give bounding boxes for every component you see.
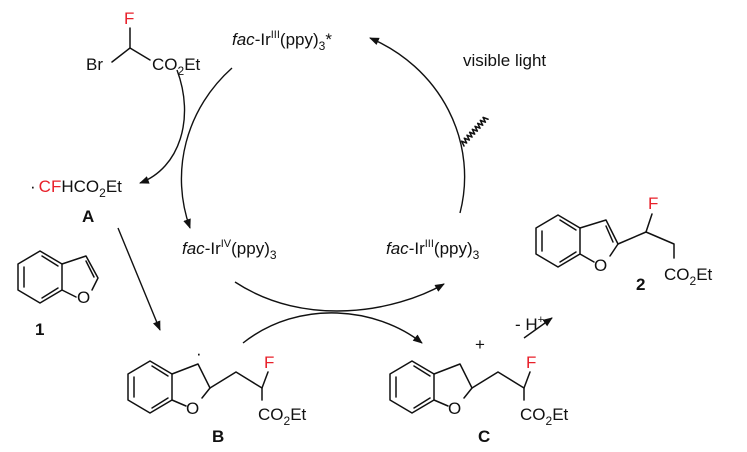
product-oxygen: O bbox=[594, 256, 607, 275]
reagent-bromofluoroacetate: F Br CO2Et bbox=[86, 9, 201, 78]
catalyst-ground: fac-IrIII(ppy)3 bbox=[386, 238, 480, 262]
cycle-arrow-ground-to-excited bbox=[369, 37, 466, 214]
catalytic-cycle bbox=[117, 37, 553, 344]
catalyst-ir4: fac-IrIV(ppy)3 bbox=[182, 238, 277, 262]
reagent-ester: CO2Et bbox=[152, 55, 201, 78]
arrow-radical-to-b bbox=[117, 227, 161, 331]
radical-a: ·CFHCO2Et A bbox=[30, 177, 122, 226]
label-a: A bbox=[82, 207, 94, 226]
c-ester: CO2Et bbox=[520, 405, 569, 428]
deprotonation-label: - H+ bbox=[515, 314, 544, 334]
cycle-arrow-b-to-c bbox=[242, 312, 423, 344]
catalyst-excited: fac-IrIII(ppy)3* bbox=[232, 29, 332, 53]
reagent-bromine: Br bbox=[86, 55, 103, 74]
b-oxygen: O bbox=[186, 399, 199, 418]
c-oxygen: O bbox=[448, 399, 461, 418]
b-ester: CO2Et bbox=[258, 405, 307, 428]
product-ester: CO2Et bbox=[664, 265, 713, 288]
b-radical-dot: · bbox=[196, 344, 202, 363]
label-2: 2 bbox=[636, 275, 645, 294]
svg-text:·CFHCO2Et: ·CFHCO2Et bbox=[30, 177, 122, 200]
compound-1-benzofuran: O 1 bbox=[17, 250, 99, 339]
label-c: C bbox=[478, 427, 490, 446]
c-fluorine: F bbox=[526, 353, 536, 372]
label-1: 1 bbox=[35, 320, 44, 339]
product-fluorine: F bbox=[648, 194, 658, 213]
cycle-arrow-ir4-to-ground bbox=[234, 281, 445, 312]
visible-light-label: visible light bbox=[463, 51, 546, 70]
label-b: B bbox=[212, 427, 224, 446]
reagent-fluorine: F bbox=[124, 9, 134, 28]
compound-1-oxygen: O bbox=[77, 288, 90, 307]
intermediate-c: O + F CO2Et C bbox=[389, 335, 569, 446]
b-fluorine: F bbox=[264, 353, 274, 372]
product-2: O F CO2Et 2 bbox=[535, 194, 713, 294]
wavy-light-icon bbox=[460, 116, 489, 147]
intermediate-b: O · F CO2Et B bbox=[127, 344, 307, 446]
c-cation: + bbox=[475, 335, 485, 354]
cycle-arrow-excited-to-ir4 bbox=[180, 67, 233, 229]
arrow-reagent-to-radical bbox=[139, 69, 186, 184]
arrow-c-to-product bbox=[523, 317, 553, 339]
